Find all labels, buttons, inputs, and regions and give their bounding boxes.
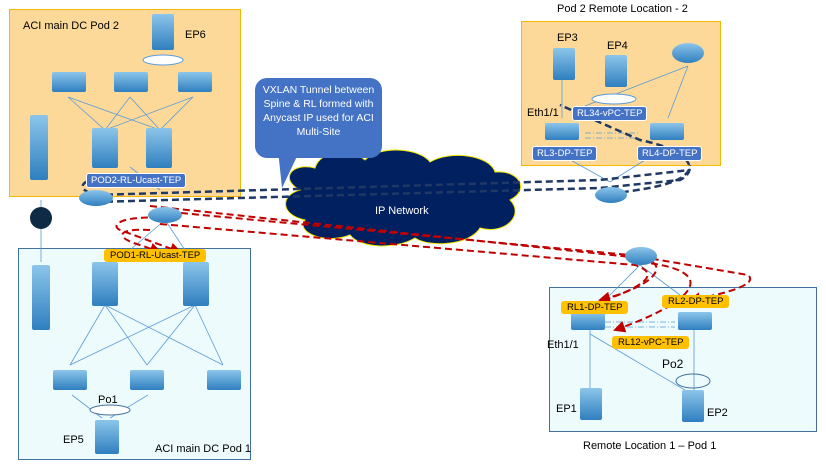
rl34-vpc-tep-label: RL34-vPC-TEP — [572, 106, 648, 121]
rl1-dp-tep-label: RL1-DP-TEP — [561, 301, 629, 314]
server-icon — [580, 388, 602, 420]
rl3-dp-tep-label: RL3-DP-TEP — [532, 146, 598, 161]
po2-ellipse — [675, 373, 711, 389]
leaf-switch-icon — [178, 72, 212, 92]
pod2-devices — [30, 14, 212, 206]
spine-switch-icon — [92, 128, 118, 168]
pod1-tep-label: POD1-RL-Ucast-TEP — [104, 249, 207, 262]
server-icon — [95, 420, 119, 454]
router-icon — [79, 190, 113, 206]
rl4-dp-tep-label: RL4-DP-TEP — [637, 146, 703, 161]
vpc-ellipse — [591, 93, 637, 105]
ep4-label: EP4 — [607, 40, 628, 52]
ip-network-cloud — [285, 149, 522, 247]
router-icon — [672, 43, 704, 63]
pod1-devices — [32, 207, 241, 454]
leaf-switch-icon — [52, 72, 86, 92]
ip-network-label: IP Network — [375, 205, 429, 217]
pod2-title: ACI main DC Pod 2 — [23, 20, 119, 32]
leaf-switch-icon — [207, 370, 241, 390]
pod1-title: ACI main DC Pod 1 — [155, 443, 251, 455]
ep3-label: EP3 — [557, 32, 578, 44]
router-icon — [148, 207, 182, 223]
leaf-switch-icon — [545, 123, 579, 140]
leaf-switch-icon — [130, 370, 164, 390]
remote2-devices — [545, 43, 704, 203]
leaf-switch-icon — [678, 312, 712, 330]
pod2-tep-label: POD2-RL-Ucast-TEP — [86, 173, 187, 188]
leaf-switch-icon — [53, 370, 87, 390]
remote2-interface-label: Eth1/1 — [527, 107, 559, 119]
pod1-links — [69, 219, 224, 419]
vpc-ellipse — [142, 54, 184, 66]
orchestrator-icon — [30, 207, 52, 229]
pod1-container — [18, 248, 251, 460]
leaf-switch-icon — [114, 72, 148, 92]
leaf-switch-icon — [650, 123, 684, 140]
callout-tail — [278, 150, 300, 188]
rl12-vpc-tep-label: RL12-vPC-TEP — [612, 336, 690, 349]
po1-ellipse — [89, 404, 131, 416]
rl2-dp-tep-label: RL2-DP-TEP — [662, 295, 730, 308]
spine-switch-icon — [92, 262, 118, 306]
ep5-label: EP5 — [63, 434, 84, 446]
leaf-switch-icon — [571, 312, 605, 330]
spine-switch-icon — [183, 262, 209, 306]
remote1-title: Remote Location 1 – Pod 1 — [583, 440, 717, 452]
apic-cluster-icon — [30, 115, 48, 180]
po2-label: Po2 — [662, 357, 684, 371]
server-icon — [553, 48, 575, 80]
remote1-interface-label: Eth1/1 — [547, 339, 579, 351]
server-icon — [682, 390, 704, 422]
spine-switch-icon — [146, 128, 172, 168]
remote2-title: Pod 2 Remote Location - 2 — [557, 3, 688, 15]
server-icon — [152, 14, 174, 50]
po1-label: Po1 — [98, 394, 118, 406]
remote1-devices — [571, 247, 712, 422]
router-icon — [625, 247, 657, 265]
vxlan-callout: VXLAN Tunnel between Spine & RL formed w… — [255, 78, 382, 158]
server-icon — [605, 55, 627, 87]
ep1-label: EP1 — [556, 403, 577, 415]
apic-cluster-icon — [32, 265, 50, 330]
ep6-label: EP6 — [185, 29, 206, 41]
router-icon — [595, 187, 627, 203]
ep2-label: EP2 — [707, 407, 728, 419]
